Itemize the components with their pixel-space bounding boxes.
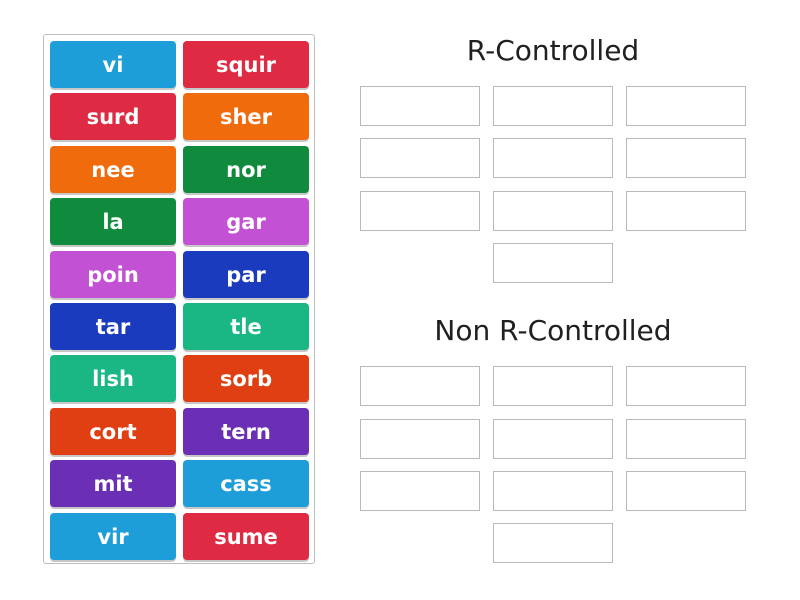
drop-slot[interactable]: [626, 419, 746, 459]
word-tile[interactable]: tle: [183, 303, 309, 350]
drop-slot[interactable]: [626, 366, 746, 406]
drop-slot[interactable]: [360, 138, 480, 178]
word-tile[interactable]: sher: [183, 93, 309, 140]
word-tile[interactable]: tar: [50, 303, 176, 350]
drop-slot[interactable]: [493, 523, 613, 563]
word-tile[interactable]: la: [50, 198, 176, 245]
word-tile[interactable]: cort: [50, 408, 176, 455]
drop-slot[interactable]: [626, 138, 746, 178]
drop-slot[interactable]: [493, 138, 613, 178]
drop-slot[interactable]: [360, 191, 480, 231]
word-tile[interactable]: gar: [183, 198, 309, 245]
group-title-non-r-controlled: Non R-Controlled: [434, 314, 672, 347]
word-tile[interactable]: poin: [50, 251, 176, 298]
word-tile[interactable]: sorb: [183, 355, 309, 402]
drop-slot[interactable]: [360, 471, 480, 511]
word-tile[interactable]: nee: [50, 146, 176, 193]
drop-slot[interactable]: [493, 366, 613, 406]
drop-slot[interactable]: [626, 471, 746, 511]
word-tile[interactable]: squir: [183, 41, 309, 88]
group-title-r-controlled: R-Controlled: [466, 34, 640, 67]
drop-slot[interactable]: [493, 191, 613, 231]
word-tile[interactable]: vir: [50, 513, 176, 560]
word-tile[interactable]: sume: [183, 513, 309, 560]
word-tile[interactable]: tern: [183, 408, 309, 455]
drop-slot[interactable]: [626, 191, 746, 231]
word-tile[interactable]: mit: [50, 460, 176, 507]
word-tile[interactable]: surd: [50, 93, 176, 140]
word-tile[interactable]: lish: [50, 355, 176, 402]
drop-slot[interactable]: [626, 86, 746, 126]
word-tile[interactable]: cass: [183, 460, 309, 507]
drop-slot[interactable]: [493, 243, 613, 283]
drop-slot[interactable]: [360, 419, 480, 459]
drop-slot[interactable]: [493, 419, 613, 459]
drop-slot[interactable]: [493, 86, 613, 126]
word-tile[interactable]: par: [183, 251, 309, 298]
drop-slot[interactable]: [360, 86, 480, 126]
word-tiles-tray: vi squir surd sher nee nor la gar poin p…: [43, 34, 315, 564]
drop-slot[interactable]: [360, 366, 480, 406]
word-tile[interactable]: nor: [183, 146, 309, 193]
word-tile[interactable]: vi: [50, 41, 176, 88]
drop-slot[interactable]: [493, 471, 613, 511]
